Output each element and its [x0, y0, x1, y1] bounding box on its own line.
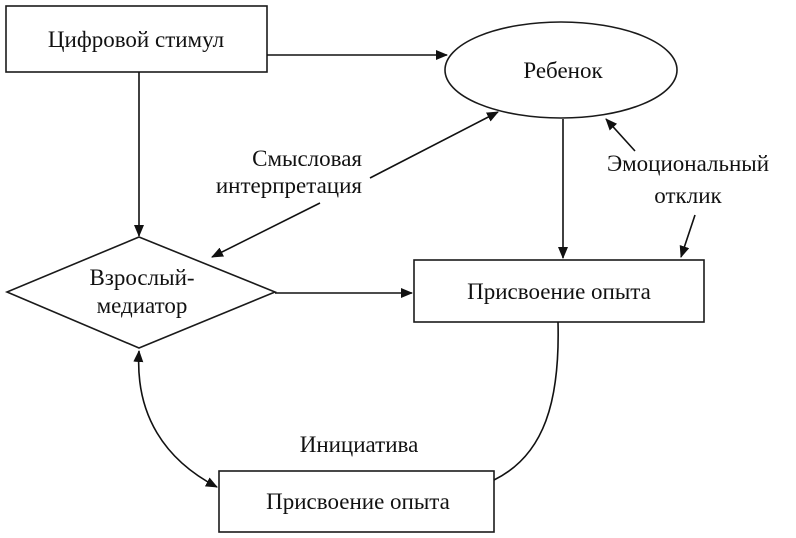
semantic-interpretation-label-line2: интерпретация: [216, 173, 363, 198]
node-experience-appropriation-2: Присвоение опыта: [218, 470, 495, 533]
emotional-response-label-line1: Эмоциональный: [607, 151, 769, 176]
adult-mediator-diamond: [4, 236, 278, 349]
edge-semantic-interpretation: [211, 111, 499, 258]
digital-stimulus-label: Цифровой стимул: [48, 27, 224, 52]
edge-semantic-interpretation-upper: [369, 111, 499, 179]
semantic-interpretation-label-line1: Смысловая: [252, 146, 362, 171]
child-ellipse: [444, 21, 678, 119]
node-digital-stimulus: Цифровой стимул: [5, 5, 268, 73]
adult-mediator-label-line1: Взрослый-: [89, 265, 194, 290]
node-adult-mediator: Взрослый- медиатор: [4, 236, 278, 349]
edge-emotional-to-child: [605, 118, 636, 152]
child-label: Ребенок: [523, 58, 603, 83]
experience-appropriation-2-label: Присвоение опыта: [266, 489, 450, 514]
edge-semantic-interpretation-lower: [211, 202, 321, 258]
experience-appropriation-1-box: [413, 259, 705, 323]
node-experience-appropriation-1: Присвоение опыта: [413, 259, 705, 323]
emotional-response-label-line2: отклик: [654, 183, 722, 208]
edge-emotional-to-experience-1: [679, 214, 696, 258]
digital-stimulus-box: [5, 5, 268, 73]
adult-mediator-label-line2: медиатор: [97, 293, 188, 318]
edge-experience-1-to-experience-2: [493, 321, 559, 481]
initiative-label: Инициатива: [300, 432, 419, 457]
edge-mediator-experience-2: [133, 350, 218, 488]
experience-appropriation-2-box: [218, 470, 495, 533]
node-child: Ребенок: [444, 21, 678, 119]
experience-appropriation-1-label: Присвоение опыта: [467, 279, 651, 304]
